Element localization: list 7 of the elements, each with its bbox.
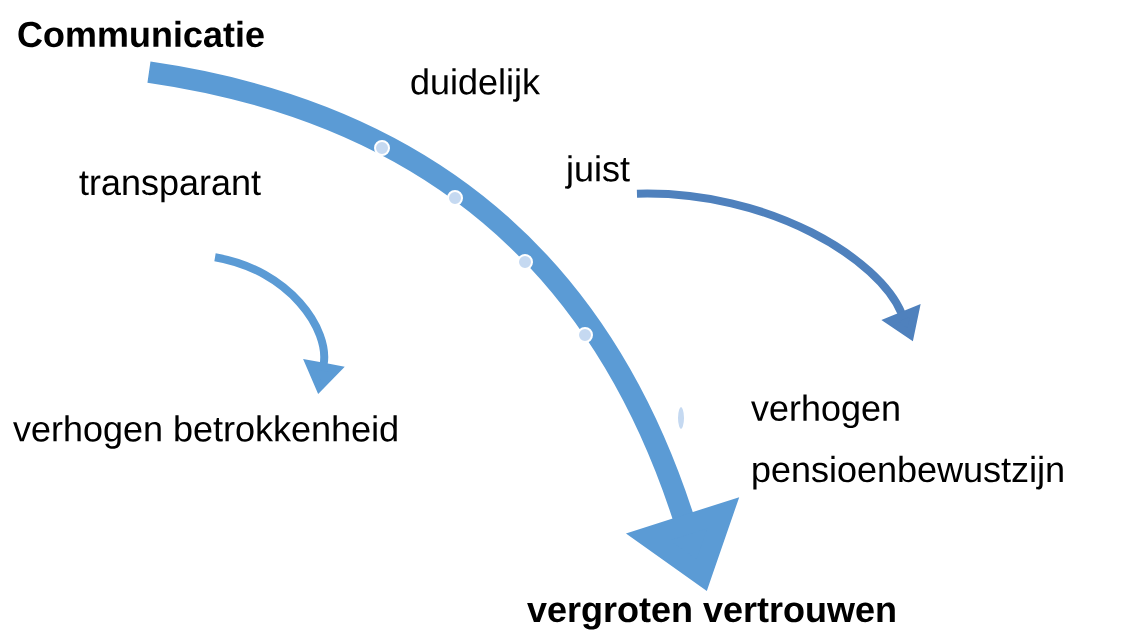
label-text: verhogen pensioenbewustzijn xyxy=(751,394,1063,490)
heading-text: vergroten vertrouwen xyxy=(527,598,895,630)
label-text: juist xyxy=(565,155,630,189)
heading-text: Communicatie xyxy=(18,20,264,48)
label-text: verhogen betrokkenheid xyxy=(13,415,397,449)
label-text: transparant xyxy=(79,171,261,203)
label-text: duidelijk xyxy=(411,68,541,102)
